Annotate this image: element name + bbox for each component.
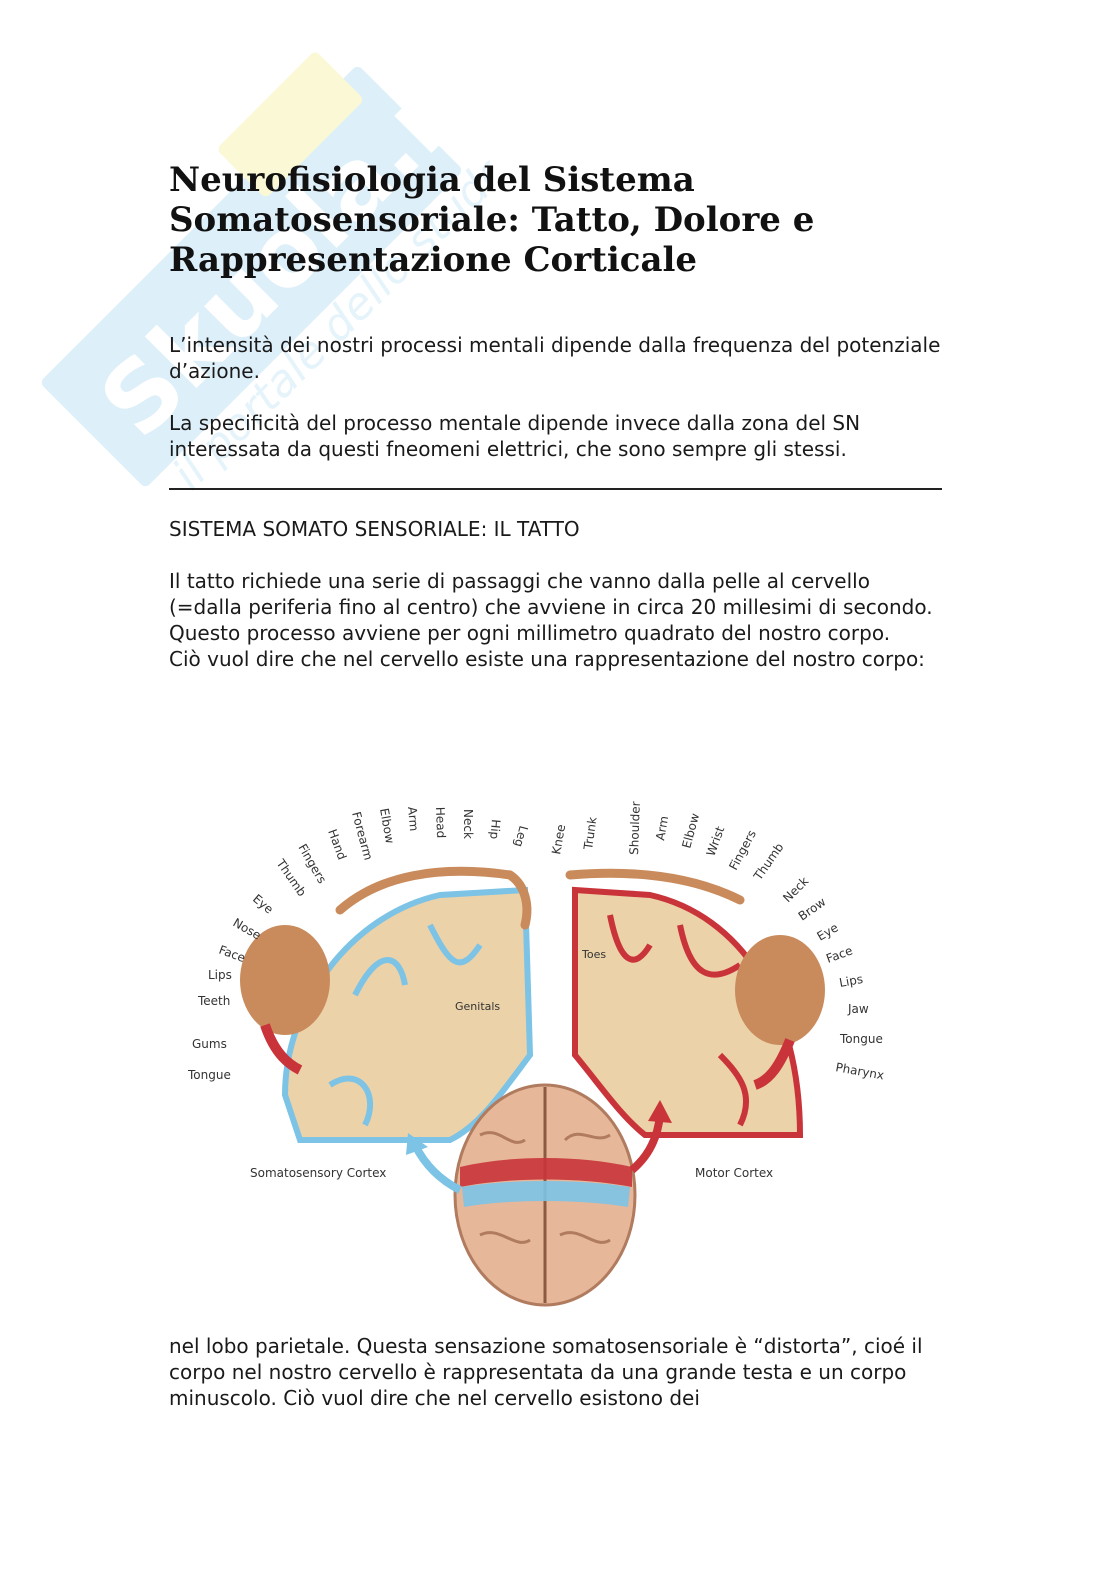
right-head xyxy=(735,935,825,1045)
label-pharynx: Pharynx xyxy=(834,1060,885,1082)
label-hand: Hand xyxy=(325,827,349,861)
label-gums: Gums xyxy=(192,1037,227,1051)
label-eye-right: Eye xyxy=(815,920,841,943)
page-title: Neurofisiologia del Sistema Somatosensor… xyxy=(169,160,815,280)
label-jaw: Jaw xyxy=(847,1002,869,1016)
label-tongue-right: Tongue xyxy=(839,1032,883,1046)
label-trunk: Trunk xyxy=(581,816,600,851)
document-body: Neurofisiologia del Sistema Somatosensor… xyxy=(169,160,942,672)
label-tongue: Tongue xyxy=(187,1068,231,1082)
continuation-text: nel lobo parietale. Questa sensazione so… xyxy=(169,1333,942,1411)
horizontal-divider xyxy=(169,488,942,490)
paragraph-specificity: La specificità del processo mentale dipe… xyxy=(169,411,861,461)
label-neck: Neck xyxy=(461,809,475,839)
label-elbow: Elbow xyxy=(377,807,397,845)
label-leg: Leg xyxy=(512,824,531,848)
label-toes: Toes xyxy=(581,948,606,961)
label-nose: Nose xyxy=(231,915,264,942)
motor-section xyxy=(572,886,804,1138)
label-fingers-right: Fingers xyxy=(726,828,759,873)
paragraph-parietal: nel lobo parietale. Questa sensazione so… xyxy=(169,1334,923,1410)
label-forearm: Forearm xyxy=(349,810,375,862)
label-hip: Hip xyxy=(487,819,503,840)
label-elbow-right: Elbow xyxy=(679,812,702,850)
homunculus-illustration: Tongue Gums Teeth Lips Face Nose Eye Thu… xyxy=(187,801,885,1307)
label-thumb-right: Thumb xyxy=(750,840,786,883)
label-face-right: Face xyxy=(824,943,854,965)
motor-band xyxy=(460,1158,632,1187)
label-face: Face xyxy=(217,943,247,965)
label-arm-right: Arm xyxy=(653,815,671,842)
left-head xyxy=(240,925,330,1035)
label-genitals: Genitals xyxy=(455,1000,500,1013)
somatosensory-arrow-icon xyxy=(411,1143,462,1194)
label-lips-right: Lips xyxy=(838,972,864,990)
paragraph-touch-line2: Questo processo avviene per ogni millime… xyxy=(169,621,891,645)
label-shoulder: Shoulder xyxy=(627,801,643,855)
paragraph-touch-line3: Ciò vuol dire che nel cervello esiste un… xyxy=(169,647,925,671)
label-somatosensory-cortex: Somatosensory Cortex xyxy=(250,1166,386,1180)
label-brow: Brow xyxy=(796,895,829,924)
label-teeth: Teeth xyxy=(197,994,230,1008)
label-eye: Eye xyxy=(250,892,276,917)
label-neck-right: Neck xyxy=(780,874,811,905)
paragraph-touch-line1: Il tatto richiede una serie di passaggi … xyxy=(169,569,933,619)
section-heading: SISTEMA SOMATO SENSORIALE: IL TATTO xyxy=(169,517,580,541)
label-head: Head xyxy=(433,807,448,839)
paragraph-intensity: L’intensità dei nostri processi mentali … xyxy=(169,333,941,383)
label-knee: Knee xyxy=(549,823,568,855)
label-arm: Arm xyxy=(405,806,421,832)
brain-top-view xyxy=(406,1083,672,1307)
label-lips: Lips xyxy=(208,968,232,982)
skuola-watermark-logo: Skuola.net il portale dello studente xyxy=(41,40,490,500)
label-wrist: Wrist xyxy=(704,824,728,858)
label-motor-cortex: Motor Cortex xyxy=(695,1166,773,1180)
somatosensory-section xyxy=(281,886,534,1143)
somatosensory-band xyxy=(462,1181,630,1207)
